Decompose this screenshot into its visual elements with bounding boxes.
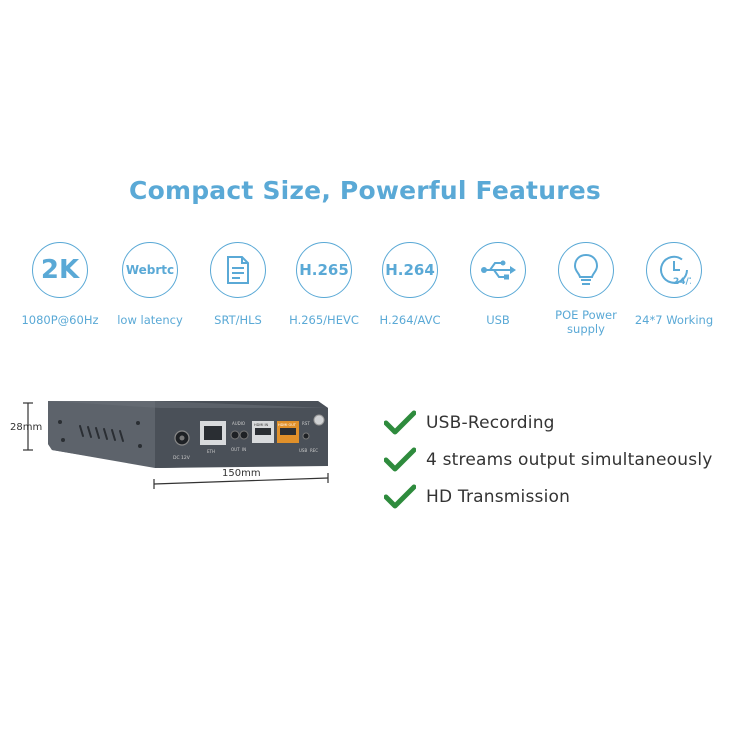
width-dimension-line <box>153 477 329 485</box>
feature-item: POE Power supply <box>536 242 636 336</box>
feature-badge-text: 2K <box>40 255 80 285</box>
checkmark-icon <box>384 484 416 508</box>
feature-row: 2K 1080P@60Hz Webrtc low latency SRT/HLS H.26… <box>0 242 730 352</box>
feature-label: SRT/HLS <box>214 313 262 327</box>
clock-icon: 24/7 <box>646 242 702 298</box>
eth-label: ETH <box>207 449 215 454</box>
checklist-item: USB-Recording <box>384 404 713 441</box>
dc-label: DC 12V <box>173 455 191 461</box>
checkmark-icon <box>384 410 416 434</box>
feature-item: SRT/HLS <box>188 242 288 327</box>
feature-label: POE Power supply <box>555 308 617 336</box>
feature-badge-text: H.264 <box>385 261 435 279</box>
feature-label: 1080P@60Hz <box>21 313 99 327</box>
feature-item: Webrtc low latency <box>100 242 200 327</box>
feature-label: H.264/AVC <box>379 313 441 327</box>
feature-label: USB <box>486 313 510 327</box>
audio-in-jack <box>239 430 249 440</box>
lightbulb-icon <box>558 242 614 298</box>
feature-badge: Webrtc <box>122 242 178 298</box>
checkmark-icon <box>384 447 416 471</box>
feature-badge: H.264 <box>382 242 438 298</box>
feature-badge-text: Webrtc <box>125 263 175 277</box>
height-dimension-label: 28mm <box>10 422 42 433</box>
out-label: OUT <box>231 447 240 452</box>
in-label: IN <box>242 447 246 452</box>
hdmi-out-label: HDMI OUT <box>278 423 297 427</box>
device-illustration: 28mm DC 12V ETH AUDIO OUT IN HDMI IN HDM… <box>10 401 329 489</box>
audio-out-jack <box>230 430 240 440</box>
checklist-label: HD Transmission <box>426 486 571 507</box>
reset-button <box>302 432 310 440</box>
vent-slots <box>79 425 124 442</box>
svg-text:24/7: 24/7 <box>673 277 691 287</box>
audio-label: AUDIO <box>232 421 245 426</box>
document-icon <box>210 242 266 298</box>
feature-label: 24*7 Working <box>634 313 714 327</box>
usb-icon <box>470 242 526 298</box>
feature-label: H.265/HEVC <box>289 313 359 327</box>
feature-label: low latency <box>117 313 183 327</box>
page-title: Compact Size, Powerful Features <box>129 176 601 205</box>
checklist-item: 4 streams output simultaneously <box>384 441 713 478</box>
feature-item: 2K 1080P@60Hz <box>10 242 110 327</box>
feature-item: 24/7 24*7 Working <box>624 242 724 327</box>
feature-badge-text: H.265 <box>299 261 349 279</box>
feature-badge: 2K <box>32 242 88 298</box>
feature-item: USB <box>448 242 548 327</box>
width-dimension-label: 150mm <box>222 468 261 479</box>
logo-badge <box>313 414 325 426</box>
feature-badge: H.265 <box>296 242 352 298</box>
feature-checklist: USB-Recording 4 streams output simultaneo… <box>384 404 713 515</box>
rec-label: REC <box>310 448 318 453</box>
checklist-label: 4 streams output simultaneously <box>426 449 713 470</box>
checklist-label: USB-Recording <box>426 412 555 433</box>
usb-label: USB <box>299 448 307 453</box>
hdmi-in-label: HDMI IN <box>254 423 269 427</box>
rst-label: RST <box>302 421 310 426</box>
checklist-item: HD Transmission <box>384 478 713 515</box>
